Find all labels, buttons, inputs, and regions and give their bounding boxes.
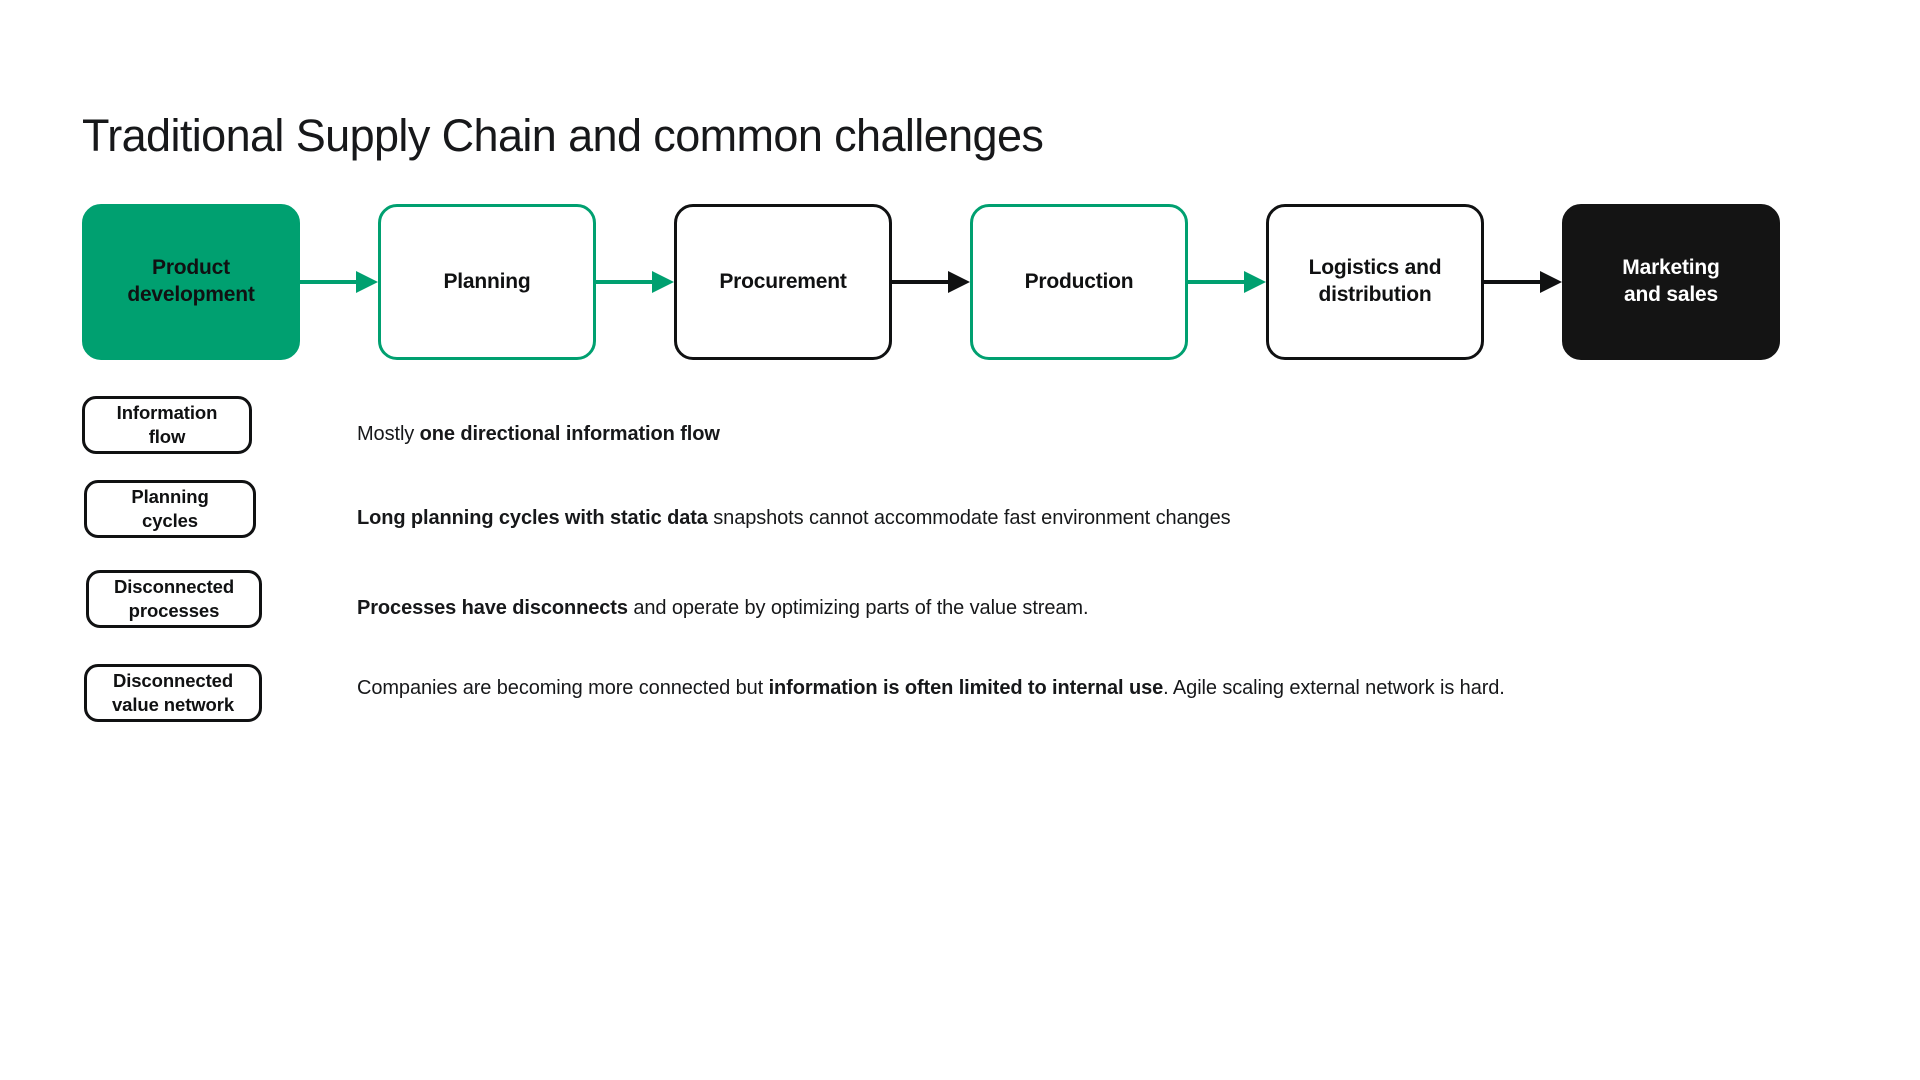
flow-node-procurement[interactable]: Procurement [674, 204, 892, 360]
flow-node-planning[interactable]: Planning [378, 204, 596, 360]
challenge-text-segment: snapshots cannot accommodate fast enviro… [707, 507, 1231, 529]
flow-node-label: Production [1024, 269, 1134, 293]
flow-node-label: Procurement [719, 269, 847, 293]
challenge-text-segment: information is often limited to internal… [768, 677, 1164, 699]
challenge-text-segment: and operate by optimizing parts of the v… [627, 597, 1089, 619]
page-title: Traditional Supply Chain and common chal… [82, 110, 1044, 162]
flow-arrow-procurement-to-production [892, 264, 970, 300]
challenge-description-planning-cycles: Long planning cycles with static data sn… [357, 504, 1231, 532]
flow-arrow-logistics-and-distribution-to-marketing-and-sales [1484, 264, 1562, 300]
challenge-text-segment: Processes have disconnects [357, 597, 628, 619]
challenge-text-segment: . Agile scaling external network is hard… [1163, 677, 1505, 699]
challenge-text-segment: Mostly [357, 423, 420, 445]
challenge-text-segment: one directional information flow [419, 423, 720, 445]
flow-node-label: Planning [443, 269, 531, 293]
flow-arrow-production-to-logistics-and-distribution [1188, 264, 1266, 300]
flow-arrow-product-development-to-planning [300, 264, 378, 300]
challenge-description-information-flow: Mostly one directional information flow [357, 420, 720, 448]
challenge-description-disconnected-processes: Processes have disconnects and operate b… [357, 594, 1089, 622]
flow-arrow-planning-to-procurement [596, 264, 674, 300]
challenge-text-segment: Companies are becoming more connected bu… [357, 677, 769, 699]
challenge-text-segment: Long planning cycles with static data [357, 507, 708, 529]
challenge-description-disconnected-value-network: Companies are becoming more connected bu… [357, 674, 1505, 702]
flow-node-production[interactable]: Production [970, 204, 1188, 360]
